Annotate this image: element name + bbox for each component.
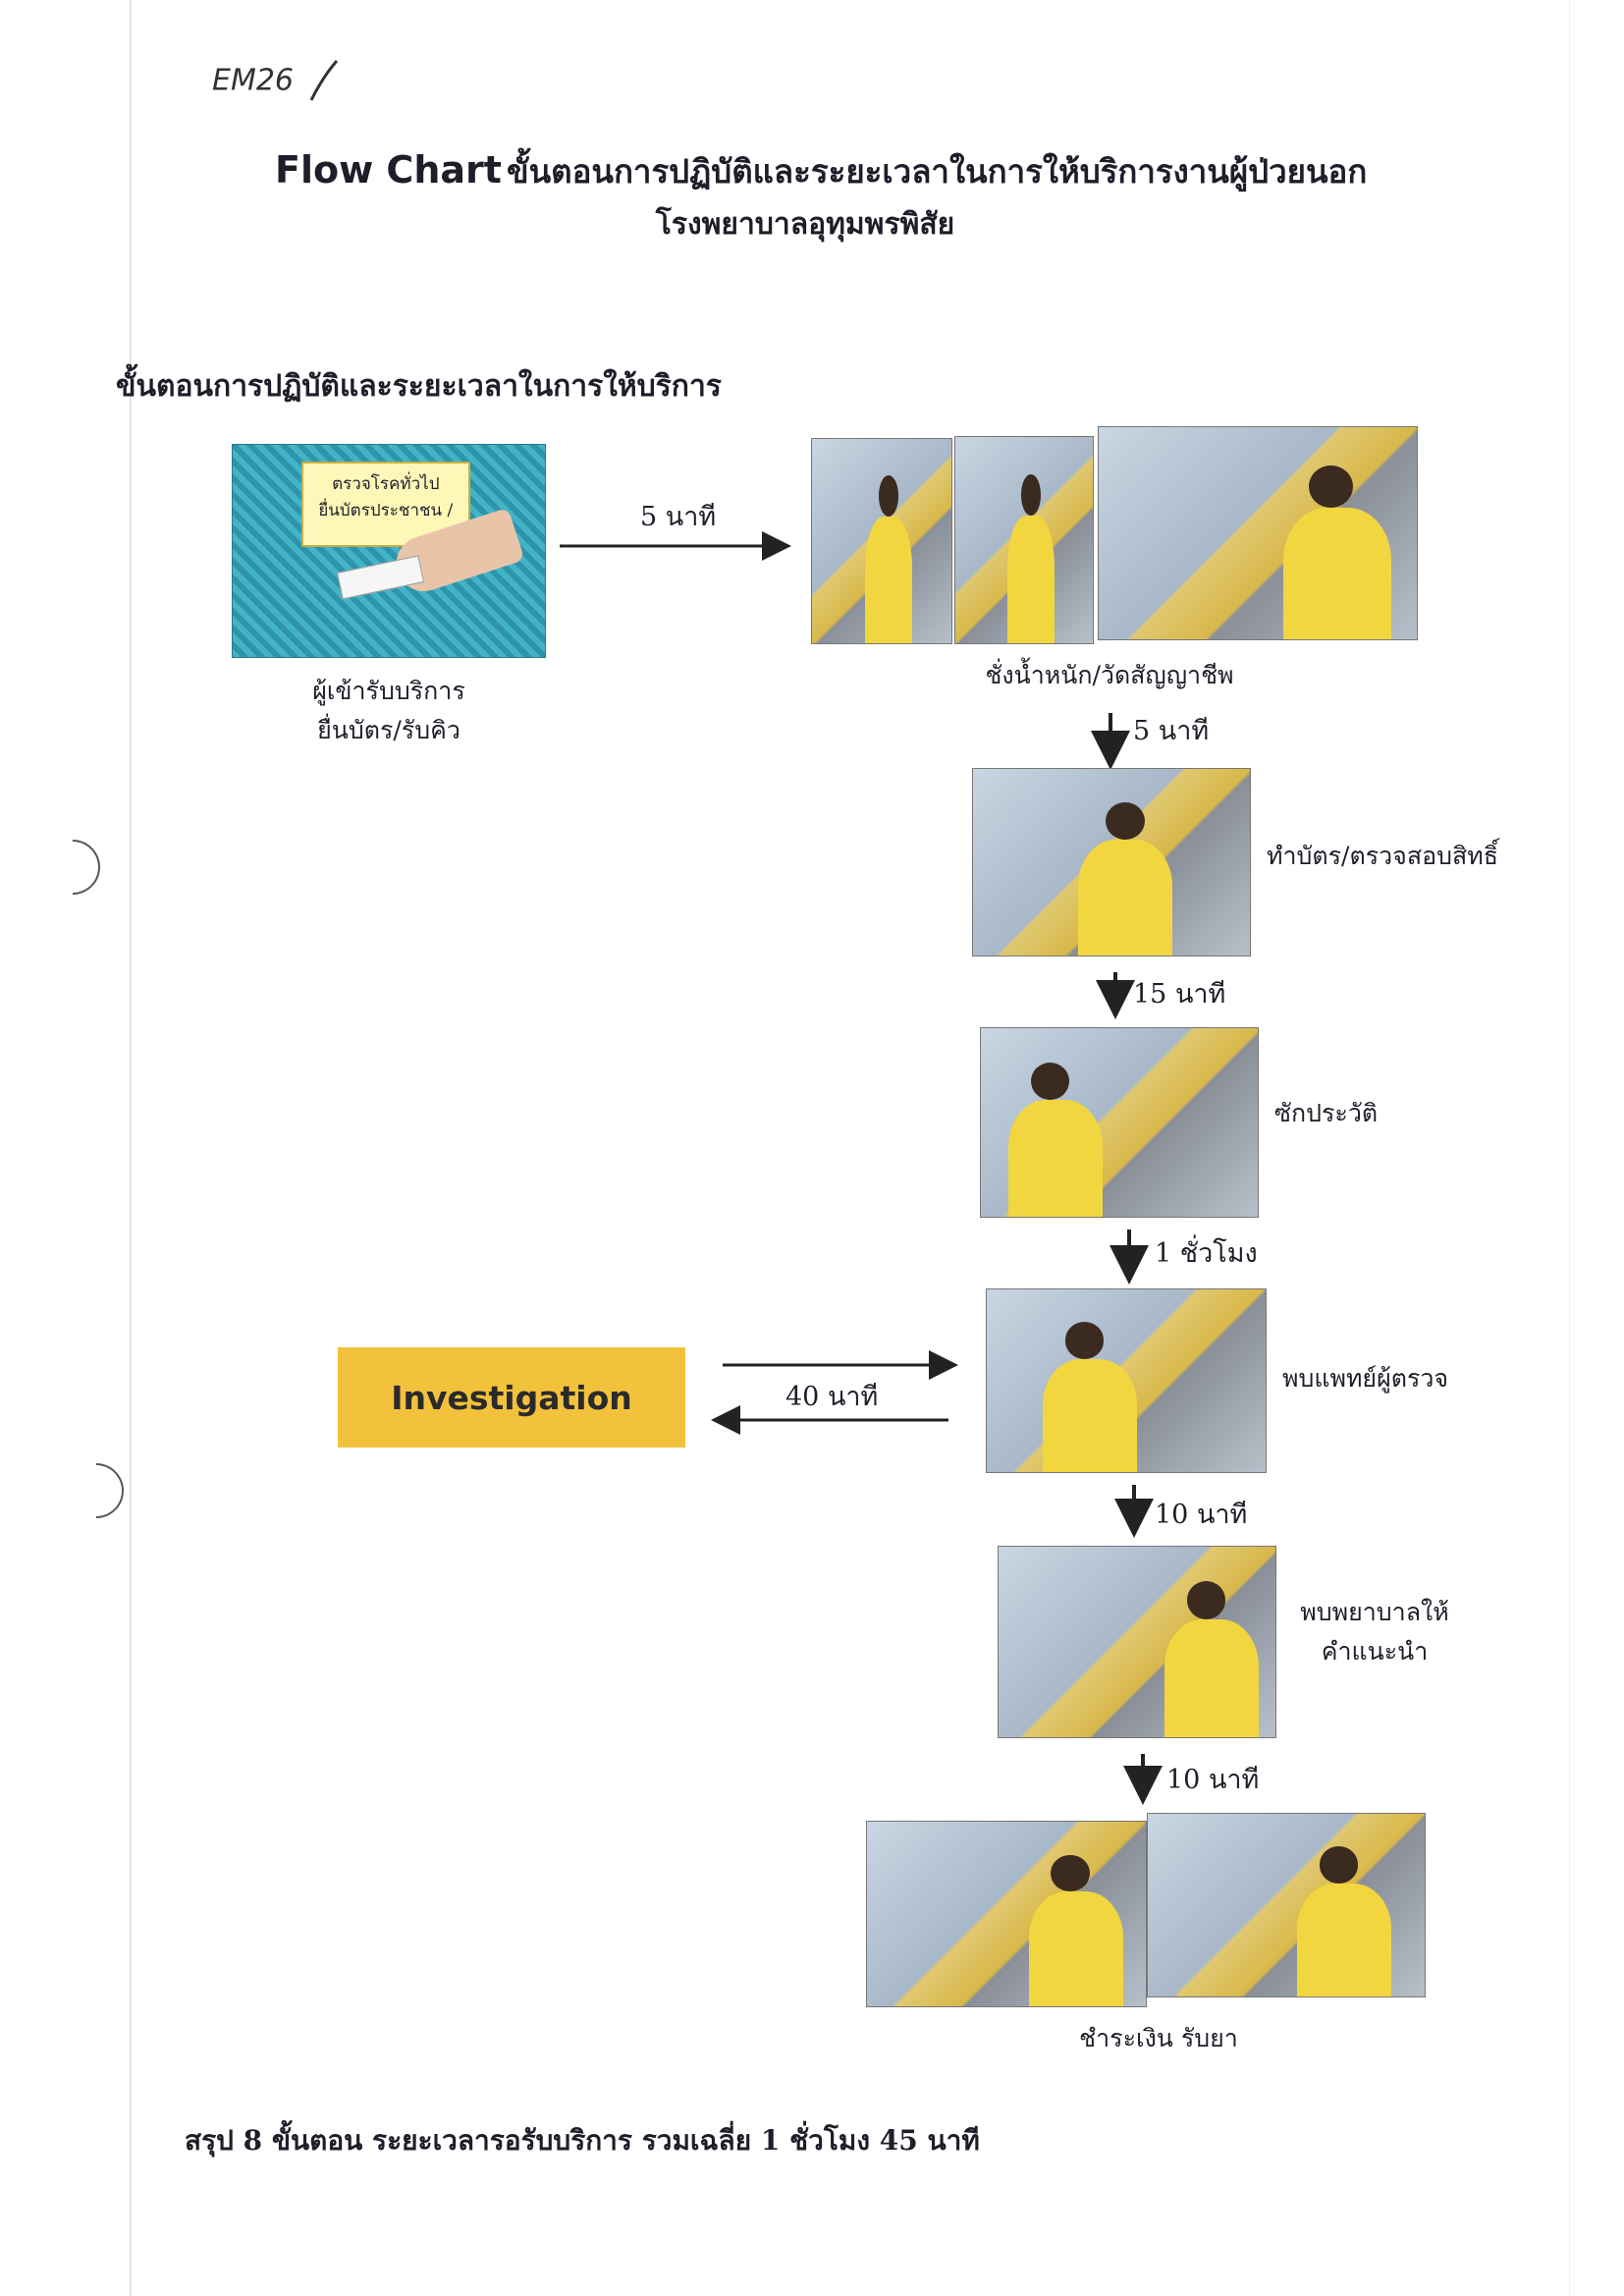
step-4-caption: ซักประวัติ: [1274, 1099, 1379, 1127]
step-1-caption-line-2: ยื่นบัตร/รับคิว: [317, 716, 460, 744]
step-6-photo: [998, 1546, 1276, 1738]
page-margin-line: [130, 0, 132, 2296]
step-6-caption-line-1: พบพยาบาลให้: [1300, 1598, 1449, 1626]
step-6-caption: พบพยาบาลให้ คำแนะนำ: [1286, 1593, 1463, 1671]
page-title: Flow Chart ขั้นตอนการปฏิบัติและระยะเวลาใ…: [275, 145, 1367, 197]
step-2-photo-c: [1098, 426, 1418, 640]
step-1-caption: ผู้เข้ารับบริการ ยื่นบัตร/รับคิว: [232, 672, 546, 750]
duration-step-6-7: 10 นาที: [1166, 1765, 1260, 1795]
step-2-photo-b: [954, 436, 1094, 644]
step-7-photo-a: [866, 1821, 1147, 2007]
step-5-caption: พบแพทย์ผู้ตรวจ: [1282, 1364, 1449, 1393]
duration-step-5-6: 10 นาที: [1155, 1500, 1248, 1530]
crate-sign-line-1: ตรวจโรคทั่วไป: [332, 474, 440, 495]
check-mark-icon: [309, 60, 338, 101]
step-5-photo: [986, 1288, 1267, 1473]
step-4-photo: [980, 1027, 1259, 1218]
step-1-photo: ตรวจโรคทั่วไป ยื่นบัตรประชาชน /: [232, 444, 546, 658]
step-3-caption: ทำบัตร/ตรวจสอบสิทธิ์: [1267, 842, 1498, 870]
step-2-caption: ชั่งน้ำหนัก/วัดสัญญาชีพ: [985, 661, 1234, 689]
title-thai: ขั้นตอนการปฏิบัติและระยะเวลาในการให้บริก…: [507, 152, 1368, 191]
crate-sign-line-2: ยื่นบัตรประชาชน /: [318, 501, 454, 521]
duration-step-4-5: 1 ชั่วโมง: [1155, 1238, 1258, 1269]
step-2-photo-a: [811, 438, 952, 644]
investigation-box: Investigation: [338, 1347, 685, 1448]
title-english: Flow Chart: [275, 148, 502, 191]
page-right-edge: [1569, 0, 1570, 2296]
duration-step-2-3: 5 นาที: [1133, 716, 1210, 746]
investigation-label: Investigation: [391, 1378, 632, 1417]
step-3-photo: [972, 768, 1251, 957]
duration-step-3-4: 15 นาที: [1133, 979, 1226, 1010]
duration-step-1-2: 5 นาที: [640, 502, 717, 532]
summary-text: สรุป 8 ขั้นตอน ระยะเวลารอรับบริการ รวมเฉ…: [185, 2124, 980, 2157]
section-heading: ขั้นตอนการปฏิบัติและระยะเวลาในการให้บริก…: [116, 369, 722, 404]
step-7-caption: ชำระเงิน รับยา: [1079, 2024, 1238, 2052]
handwritten-annotation: EM26: [212, 57, 343, 106]
step-6-caption-line-2: คำแนะนำ: [1321, 1637, 1429, 1666]
annotation-text: EM26: [212, 63, 295, 98]
step-1-caption-line-1: ผู้เข้ารับบริการ: [312, 677, 465, 705]
page-subtitle: โรงพยาบาลอุทุมพรพิสัย: [655, 207, 955, 242]
step-7-photo-b: [1147, 1813, 1426, 1997]
duration-investigation: 40 นาที: [785, 1382, 879, 1412]
